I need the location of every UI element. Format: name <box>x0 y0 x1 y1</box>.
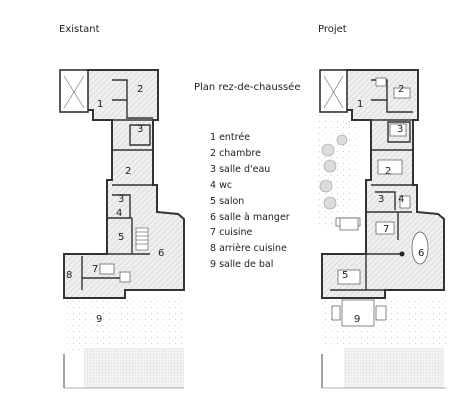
existing-room-number: 4 <box>116 208 122 219</box>
legend-item-cuisine: 7 cuisine <box>210 227 253 239</box>
project-paving <box>344 348 444 388</box>
project-furniture <box>331 77 429 327</box>
existing-plan <box>59 69 185 389</box>
project-column <box>399 251 405 257</box>
project-room-number: 4 <box>398 194 404 205</box>
legend-item-salon: 5 salon <box>210 195 245 207</box>
project-room-number: 3 <box>397 124 403 135</box>
project-room-labels: 1 2 3 2 3 4 7 6 5 9 <box>342 84 424 325</box>
existing-plan-title: Existant <box>59 24 100 35</box>
existing-room-number: 3 <box>137 124 143 135</box>
existing-room-number: 3 <box>118 194 124 205</box>
project-room-number: 2 <box>385 166 391 177</box>
legend-item-salle-a-manger: 6 salle à manger <box>210 211 290 223</box>
existing-room-labels: 1 2 3 2 3 4 5 6 8 7 9 <box>66 84 164 325</box>
legend-item-salle-de-bal: 9 salle de bal <box>210 259 274 271</box>
existing-stove <box>119 271 131 283</box>
room-legend: 1 entrée 2 chambre 3 salle d'eau 4 wc 5 … <box>210 130 290 273</box>
project-terrace <box>322 296 446 346</box>
existing-room-number: 5 <box>118 232 124 243</box>
plan-title: Plan rez-de-chaussée <box>194 82 301 93</box>
legend-item-arriere-cuisine: 8 arrière cuisine <box>210 243 287 255</box>
project-room-number: 1 <box>357 99 363 110</box>
existing-room-number: 7 <box>92 264 98 275</box>
project-partitions <box>322 79 413 291</box>
existing-paving <box>84 348 184 388</box>
legend-item-salle-d-eau: 3 salle d'eau <box>210 163 271 175</box>
project-annex-diagonal <box>323 75 344 109</box>
project-room-number: 3 <box>378 194 384 205</box>
existing-terrace <box>62 296 182 354</box>
project-room-number: 2 <box>398 84 404 95</box>
project-room-number: 7 <box>383 224 389 235</box>
existing-room-number: 9 <box>96 314 102 325</box>
existing-house-outline <box>63 69 185 299</box>
existing-room-number: 2 <box>125 166 131 177</box>
project-garden <box>318 110 360 228</box>
existing-room-number: 2 <box>137 84 143 95</box>
existing-room-number: 1 <box>97 99 103 110</box>
legend-item-wc: 4 wc <box>210 179 233 191</box>
existing-stair <box>135 227 149 251</box>
project-plan-title: Projet <box>318 24 347 35</box>
existing-annex-diagonal <box>63 75 85 109</box>
project-room-number: 9 <box>354 314 360 325</box>
project-plan <box>318 69 446 389</box>
existing-room-number: 6 <box>158 248 164 259</box>
existing-partitions <box>64 79 153 290</box>
project-room-number: 6 <box>418 248 424 259</box>
legend-item-chambre: 2 chambre <box>210 147 261 159</box>
existing-room-number: 8 <box>66 270 72 281</box>
legend-item-entree: 1 entrée <box>210 132 251 143</box>
existing-sink <box>99 263 115 275</box>
project-trees <box>319 134 348 210</box>
project-room-number: 5 <box>342 270 348 281</box>
